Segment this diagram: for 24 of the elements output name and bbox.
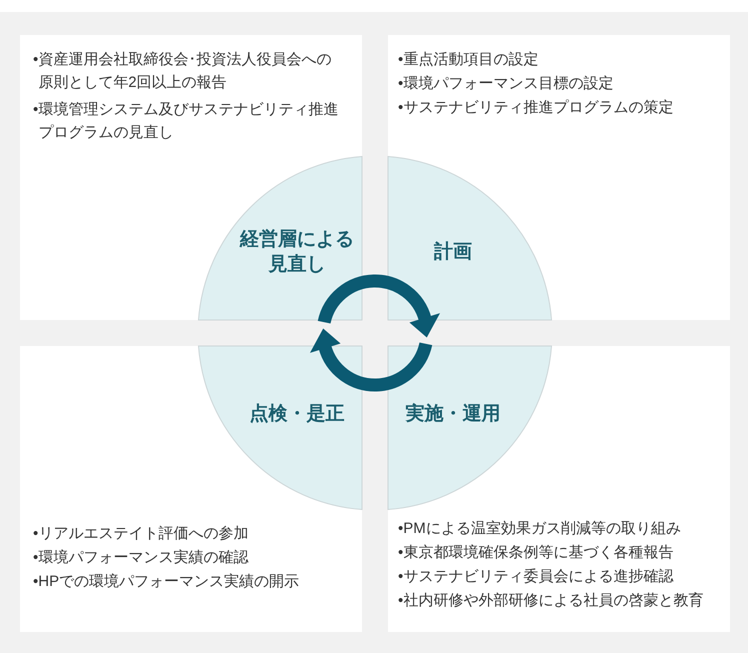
text-panel	[20, 346, 362, 632]
bullet-item: •リアルエステイト評価への参加	[33, 524, 248, 544]
bullet-item: •環境パフォーマンス目標の設定	[398, 74, 614, 94]
text-panel	[388, 346, 730, 632]
bullet-item: •HPでの環境パフォーマンス実績の開示	[33, 572, 300, 592]
bullet-item: •サステナビリティ委員会による進捗確認	[398, 567, 674, 587]
quadrant-label: 計画	[434, 240, 472, 264]
bullet-item: •資産運用会社取締役会･投資法人役員会への原則として年2回以上の報告	[33, 50, 332, 93]
bullet-item: •東京都環境確保条例等に基づく各種報告	[398, 543, 674, 563]
text-panel	[20, 35, 362, 320]
bullet-item: •環境管理システム及びサステナビリティ推進プログラムの見直し	[33, 100, 340, 143]
bullet-item: •社内研修や外部研修による社員の啓蒙と教育	[398, 591, 704, 611]
quadrant-label: 点検・是正	[250, 402, 344, 426]
quadrant-segment	[388, 156, 552, 320]
bullet-item: •サステナビリティ推進プログラムの策定	[398, 98, 674, 118]
text-panel	[388, 35, 730, 320]
bullet-item: •重点活動項目の設定	[398, 50, 538, 70]
quadrant-segment	[388, 346, 552, 510]
bullet-item: •PMによる温室効果ガス削減等の取り組み	[398, 519, 681, 539]
quadrant-segment	[198, 156, 362, 320]
quadrant-label: 実施・運用	[406, 402, 500, 426]
quadrant-label: 経営層による見直し	[238, 228, 355, 277]
quadrant-segment	[198, 346, 362, 510]
bullet-item: •環境パフォーマンス実績の確認	[33, 548, 248, 568]
